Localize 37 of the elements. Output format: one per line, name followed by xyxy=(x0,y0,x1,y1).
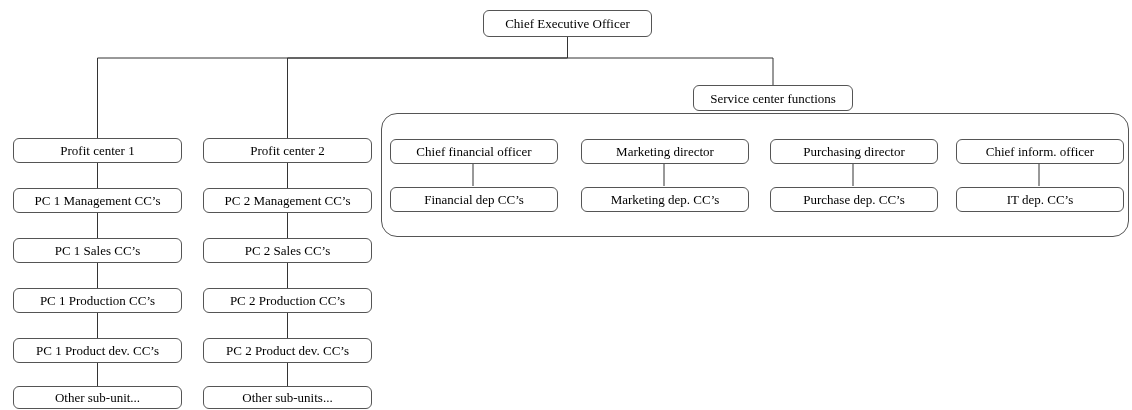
connector-line xyxy=(287,212,288,239)
org-box: Service center functions xyxy=(693,85,853,111)
org-box: Chief Executive Officer xyxy=(483,10,652,37)
connector-line xyxy=(97,162,98,189)
connector-line xyxy=(852,162,854,187)
org-box: Chief financial officer xyxy=(390,139,558,164)
connector-line xyxy=(472,162,474,187)
connector-line xyxy=(97,362,98,387)
connector-line xyxy=(97,312,98,339)
org-box: PC 2 Production CC’s xyxy=(203,288,372,313)
org-box: PC 2 Sales CC’s xyxy=(203,238,372,263)
org-box: PC 1 Production CC’s xyxy=(13,288,182,313)
connector-line xyxy=(97,212,98,239)
org-box: Other sub-unit... xyxy=(13,386,182,409)
connector-line xyxy=(287,362,288,387)
org-box: Marketing dep. CC’s xyxy=(581,187,749,212)
org-box: PC 1 Sales CC’s xyxy=(13,238,182,263)
connector-line xyxy=(1038,162,1040,187)
org-box: PC 2 Management CC’s xyxy=(203,188,372,213)
connector-line xyxy=(287,162,288,189)
org-box: PC 2 Product dev. CC’s xyxy=(203,338,372,363)
org-box: Purchase dep. CC’s xyxy=(770,187,938,212)
connector-line xyxy=(97,262,98,289)
org-box: Marketing director xyxy=(581,139,749,164)
org-box: IT dep. CC’s xyxy=(956,187,1124,212)
org-box: Purchasing director xyxy=(770,139,938,164)
org-box: Profit center 2 xyxy=(203,138,372,163)
connector-line xyxy=(287,312,288,339)
org-box: PC 1 Product dev. CC’s xyxy=(13,338,182,363)
org-box: Profit center 1 xyxy=(13,138,182,163)
connector-line xyxy=(663,162,665,187)
org-box: Other sub-units... xyxy=(203,386,372,409)
group-container xyxy=(381,113,1129,237)
org-box: Chief inform. officer xyxy=(956,139,1124,164)
connector-line xyxy=(287,262,288,289)
org-box: PC 1 Management CC’s xyxy=(13,188,182,213)
org-box: Financial dep CC’s xyxy=(390,187,558,212)
